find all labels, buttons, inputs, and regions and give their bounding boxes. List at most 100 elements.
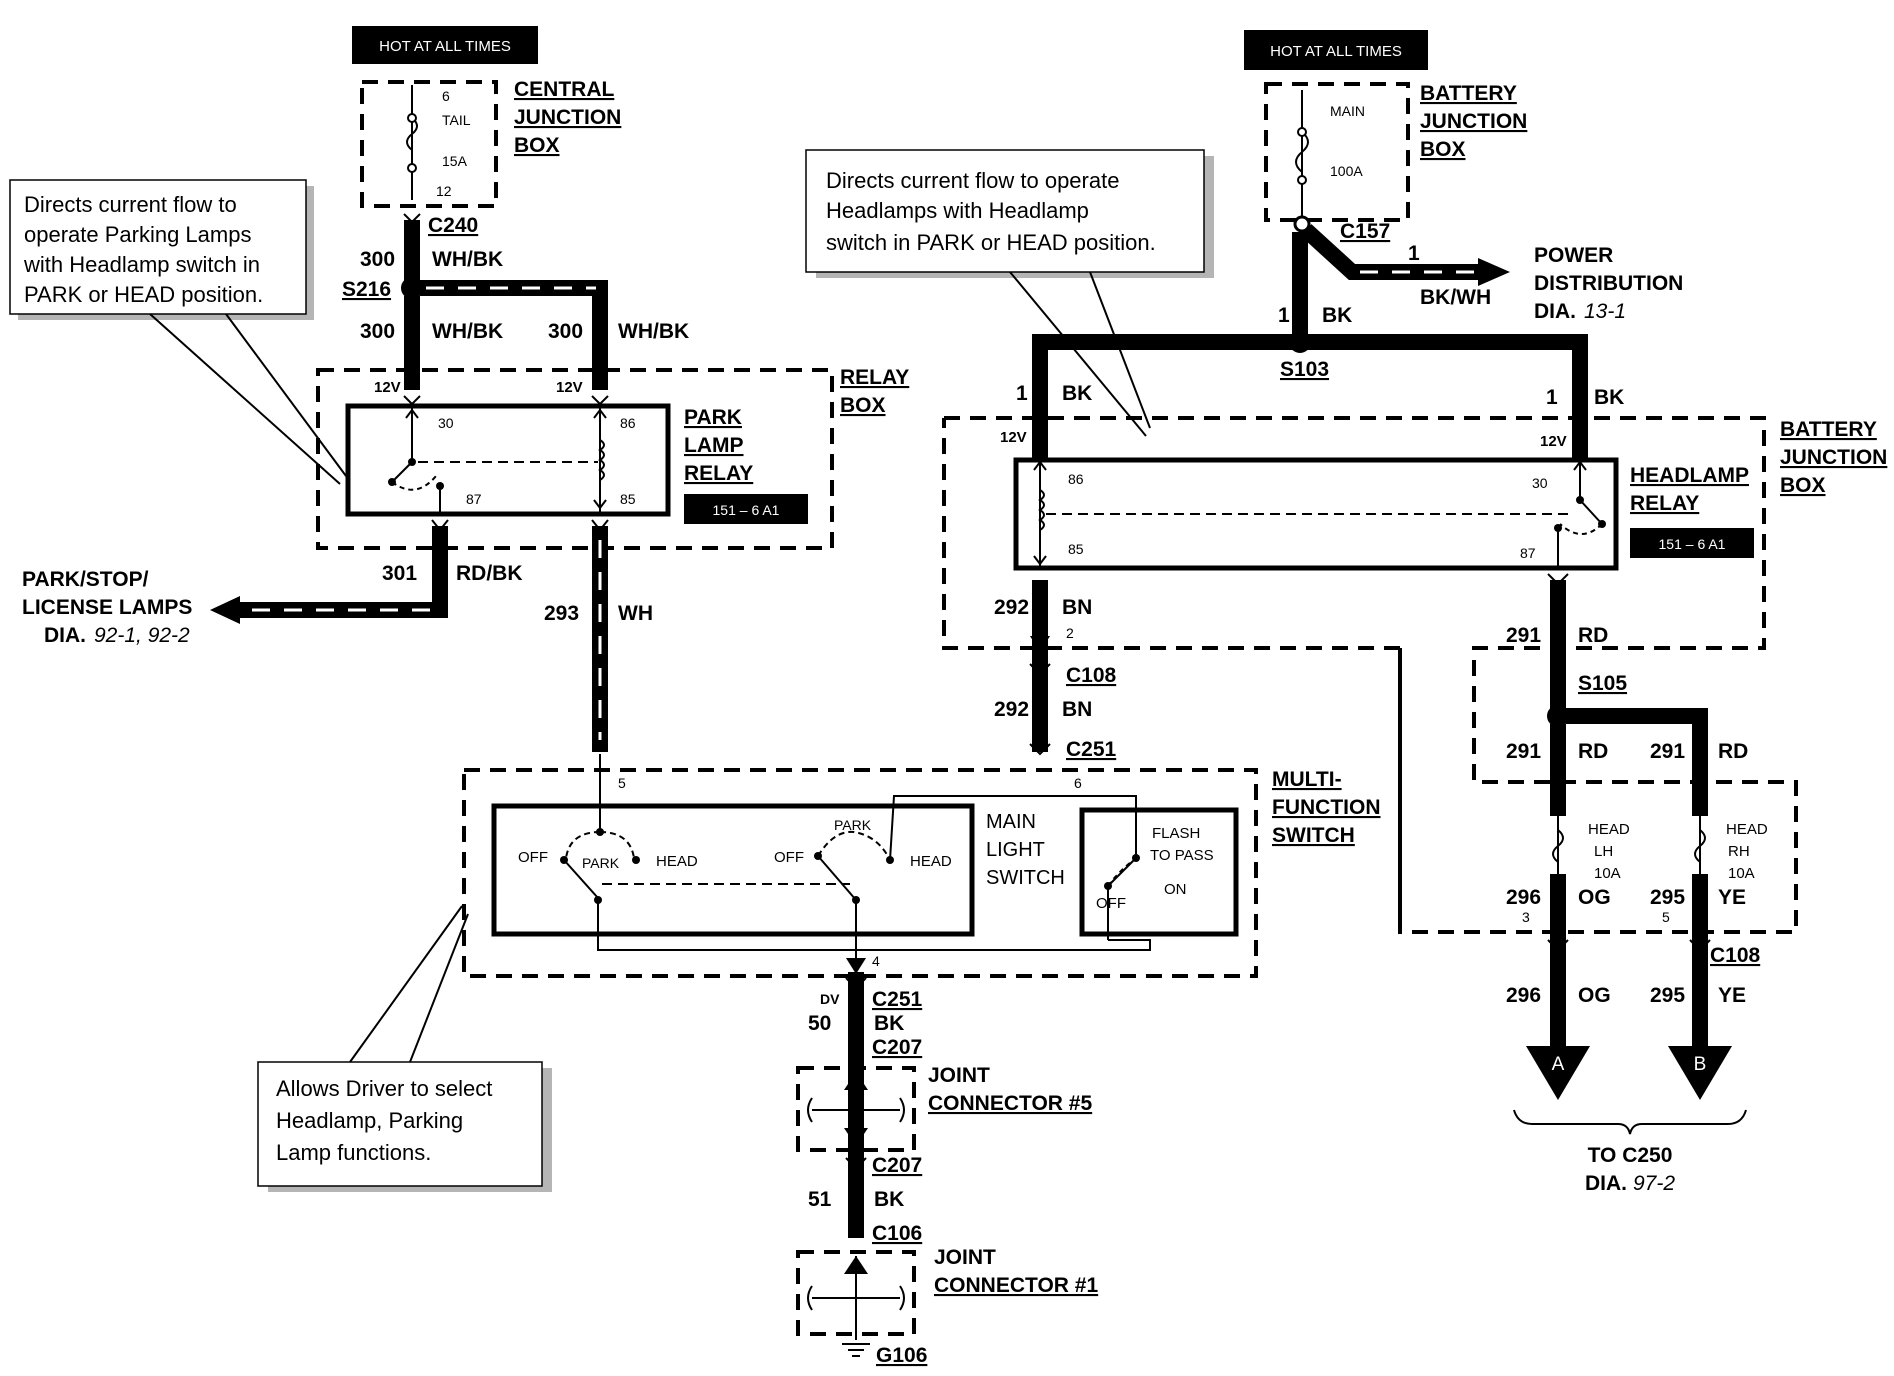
svg-text:301: 301	[382, 562, 417, 585]
svg-text:OG: OG	[1578, 886, 1611, 909]
svg-text:1: 1	[1408, 242, 1420, 265]
svg-text:HOT AT ALL TIMES: HOT AT ALL TIMES	[379, 38, 511, 55]
svg-text:RD: RD	[1718, 740, 1748, 763]
headlamp-switch-section-2	[602, 795, 1137, 950]
svg-text:1: 1	[1546, 386, 1558, 409]
svg-text:86: 86	[1068, 471, 1084, 487]
battery-junction-box-top	[1264, 82, 1410, 222]
svg-text:296: 296	[1506, 984, 1541, 1007]
svg-text:PARK: PARK	[582, 855, 620, 871]
svg-text:6: 6	[442, 88, 450, 104]
svg-text:HEADLAMP: HEADLAMP	[1630, 464, 1749, 487]
wire-1-bus	[1032, 334, 1588, 460]
svg-text:S103: S103	[1280, 358, 1329, 381]
svg-text:WH: WH	[618, 602, 653, 625]
svg-text:RELAY: RELAY	[1630, 492, 1699, 515]
svg-text:switch in PARK or HEAD positio: switch in PARK or HEAD position.	[826, 230, 1156, 255]
svg-text:OG: OG	[1578, 984, 1611, 1007]
battery-junction-box-right	[942, 416, 1798, 934]
battery-junction-box-top-label: BATTERY JUNCTION BOX	[1420, 82, 1527, 161]
park-lamp-relay	[345, 403, 671, 517]
svg-text:4: 4	[872, 953, 880, 969]
svg-text:12V: 12V	[556, 379, 583, 396]
svg-text:Allows Driver to select: Allows Driver to select	[276, 1076, 492, 1101]
connector-c251-top: C251	[1066, 738, 1117, 761]
svg-text:295: 295	[1650, 886, 1685, 909]
svg-text:FLASH: FLASH	[1152, 825, 1200, 842]
svg-text:300: 300	[548, 320, 583, 343]
svg-text:292: 292	[994, 596, 1029, 619]
svg-text:Lamp functions.: Lamp functions.	[276, 1140, 431, 1165]
power-distribution-label: POWER DISTRIBUTION DIA. 13-1	[1534, 244, 1683, 323]
svg-text:A: A	[1552, 1054, 1565, 1075]
svg-text:RELAY: RELAY	[684, 462, 753, 485]
headlamp-relay	[1013, 457, 1619, 571]
callout-driver-select: Allows Driver to select Headlamp, Parkin…	[257, 905, 552, 1192]
headlamp-switch-section-1	[560, 754, 640, 946]
flash-to-pass-contacts	[1104, 838, 1140, 940]
svg-text:151 – 6 A1: 151 – 6 A1	[713, 502, 780, 518]
svg-text:5: 5	[618, 775, 626, 791]
svg-text:YE: YE	[1718, 886, 1746, 909]
relay-ref-left: 151 – 6 A1	[684, 494, 808, 524]
svg-text:JUNCTION: JUNCTION	[1780, 446, 1887, 469]
svg-text:12V: 12V	[1540, 433, 1567, 450]
svg-text:10A: 10A	[1594, 865, 1621, 882]
svg-text:86: 86	[620, 415, 636, 431]
svg-text:HEAD: HEAD	[1588, 821, 1630, 838]
arrow-a: A	[1526, 1046, 1590, 1100]
svg-text:3: 3	[1522, 909, 1530, 925]
headlamp-relay-contacts	[1033, 460, 1606, 566]
central-junction-box-label: CENTRAL JUNCTION BOX	[514, 78, 621, 157]
svg-text:BATTERY: BATTERY	[1420, 82, 1517, 105]
svg-text:S105: S105	[1578, 672, 1627, 695]
wire-291-branch	[1566, 708, 1708, 816]
callout-headlamps: Directs current flow to operate Headlamp…	[805, 149, 1214, 437]
svg-text:87: 87	[1520, 545, 1536, 561]
svg-text:5: 5	[1662, 909, 1670, 925]
svg-text:BK: BK	[1594, 386, 1624, 409]
svg-text:LIGHT: LIGHT	[986, 839, 1045, 861]
joint-connector-1-label: JOINT CONNECTOR #1	[934, 1246, 1098, 1297]
svg-text:MAIN: MAIN	[986, 811, 1036, 833]
svg-text:B: B	[1694, 1054, 1707, 1075]
relay-box	[316, 368, 834, 550]
svg-text:291: 291	[1506, 740, 1541, 763]
svg-text:51: 51	[808, 1188, 832, 1211]
connector-c240: C240	[428, 214, 478, 237]
svg-text:291: 291	[1650, 740, 1685, 763]
park-relay-contacts	[388, 408, 607, 512]
svg-text:OFF: OFF	[518, 849, 548, 866]
svg-text:295: 295	[1650, 984, 1685, 1007]
flash-to-pass-switch	[1079, 807, 1239, 937]
svg-text:PARK/STOP/: PARK/STOP/	[22, 568, 149, 591]
svg-text:BK: BK	[874, 1012, 904, 1035]
svg-text:JUNCTION: JUNCTION	[514, 106, 621, 129]
fuse-head-lh: HEAD LH 10A	[1552, 816, 1630, 882]
svg-text:Headlamps with Headlamp: Headlamps with Headlamp	[826, 198, 1089, 223]
connector-c108-top: C108	[1066, 664, 1117, 687]
svg-text:PARK: PARK	[684, 406, 742, 429]
connector-c157: C157	[1340, 220, 1390, 243]
connector-c251-bottom: C251	[872, 988, 923, 1011]
svg-text:LAMP: LAMP	[684, 434, 744, 457]
svg-text:151 – 6 A1: 151 – 6 A1	[1659, 536, 1726, 552]
svg-text:Directs current flow to: Directs current flow to	[24, 192, 237, 217]
svg-text:2: 2	[1066, 625, 1074, 641]
svg-text:100A: 100A	[1330, 163, 1363, 179]
svg-text:13-1: 13-1	[1584, 300, 1626, 323]
svg-text:97-2: 97-2	[1633, 1172, 1675, 1195]
svg-text:BOX: BOX	[1420, 138, 1466, 161]
svg-text:BATTERY: BATTERY	[1780, 418, 1877, 441]
svg-text:1: 1	[1278, 304, 1290, 327]
fuse-main-100a: MAIN 100A	[1295, 90, 1365, 218]
park-lamps-label: PARK/STOP/ LICENSE LAMPS DIA. 92-1, 92-2	[22, 568, 192, 647]
svg-text:300: 300	[360, 248, 395, 271]
svg-text:RELAY: RELAY	[840, 366, 909, 389]
svg-text:PARK or HEAD position.: PARK or HEAD position.	[24, 282, 263, 307]
headlamp-relay-label: HEADLAMP RELAY	[1630, 464, 1749, 515]
svg-text:WH/BK: WH/BK	[618, 320, 689, 343]
svg-text:FUNCTION: FUNCTION	[1272, 796, 1381, 819]
svg-text:S216: S216	[342, 278, 391, 301]
